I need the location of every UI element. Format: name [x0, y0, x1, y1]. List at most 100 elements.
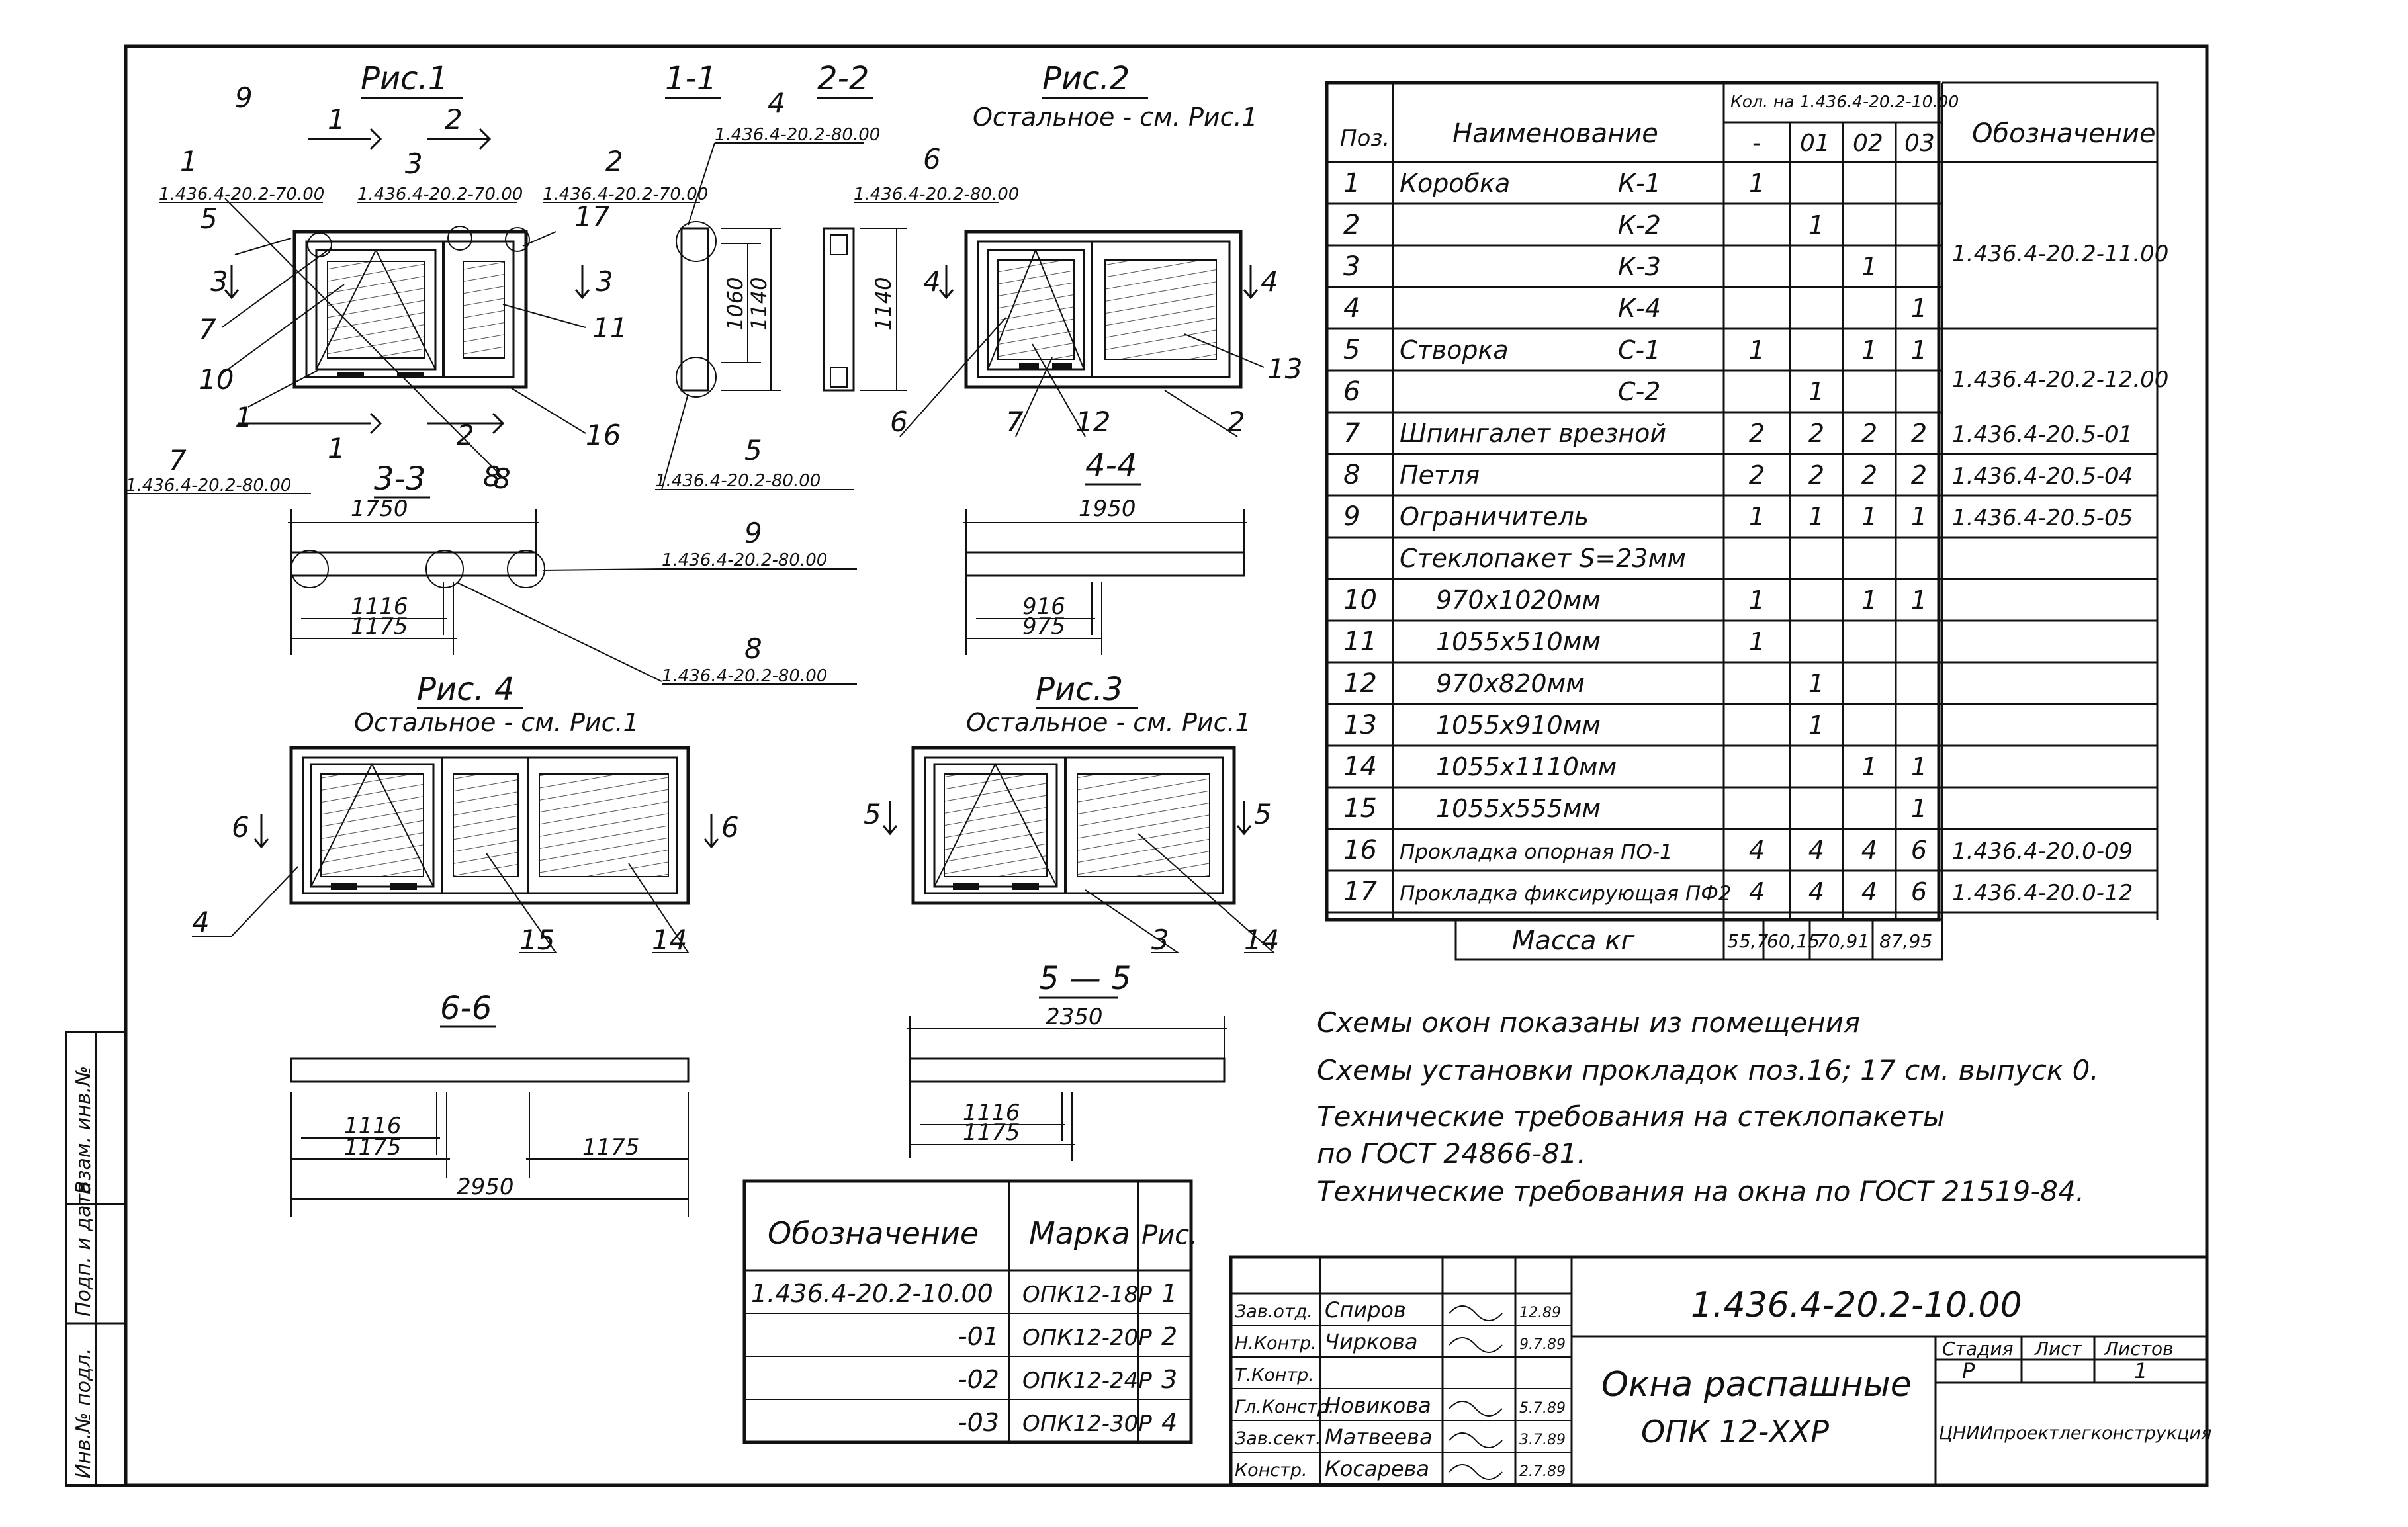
- spec-row-pos: 3: [1343, 251, 1360, 282]
- marks-row-fig: 2: [1161, 1322, 1177, 1351]
- spec-row-qty: 1: [1749, 502, 1765, 531]
- fig3-section-5-left: 5: [864, 798, 881, 830]
- note-5: Технические требования на окна по ГОСТ 2…: [1317, 1175, 2084, 1207]
- fig4-callout-15: 15: [519, 924, 555, 956]
- spec-header-qty-col3: 03: [1904, 130, 1935, 157]
- fig3-window-frame: [911, 746, 1236, 905]
- spec-row-designation: 1.436.4-20.5-05: [1952, 505, 2133, 531]
- spec-row-pos: 14: [1343, 752, 1377, 782]
- spec-row-pos: 12: [1343, 668, 1377, 699]
- signature-icon: [1449, 1432, 1503, 1448]
- fig4-section-6-left: 6: [232, 811, 249, 844]
- s44-title: 4-4: [1085, 447, 1137, 484]
- fig1-section-3-left: 3: [210, 265, 228, 298]
- fig1-title: Рис.1: [361, 60, 448, 97]
- spec-row-qty: 1: [1861, 335, 1877, 365]
- people-row-role: Гл.Констр.: [1235, 1397, 1335, 1417]
- s11-callout-4-ref: 1.436.4-20.2-80.00: [715, 125, 880, 145]
- title-name-line2: ОПК 12-ХХР: [1641, 1414, 1829, 1450]
- spec-row-qty: 2: [1911, 419, 1927, 448]
- marks-row-designation: -01: [958, 1322, 999, 1351]
- people-row-date: 5.7.89: [1519, 1400, 1566, 1417]
- spec-row-name: Прокладка опорная ПО-1: [1400, 840, 1673, 864]
- note-3: Технические требования на стеклопакеты: [1317, 1100, 1945, 1133]
- section-6-6: 6-6 1116 1175 1175 2950: [290, 990, 690, 1217]
- spec-row-pos: 10: [1343, 585, 1377, 615]
- section-1-1: 1-1 4 1.436.4-20.2-80.00 1060 1140 5 1.4…: [655, 60, 880, 491]
- fig4-section-6-right: 6: [721, 811, 739, 844]
- marks-row-fig: 4: [1161, 1408, 1177, 1437]
- fig2-section-4-right: 4: [1261, 265, 1278, 298]
- marks-row-designation: 1.436.4-20.2-10.00: [751, 1279, 993, 1308]
- spec-row-code: С-2: [1618, 377, 1660, 406]
- fig1-callout-1-ref: 1.436.4-20.2-70.00: [159, 185, 324, 204]
- section-5-5: 5 — 5 2350 1116 1175: [907, 960, 1227, 1161]
- fig2-callout-13: 13: [1267, 353, 1302, 385]
- spec-row-name: 1055х555мм: [1436, 794, 1601, 823]
- s22-dim: 1140: [871, 277, 896, 331]
- marks-header-designation: Обозначение: [768, 1215, 979, 1251]
- spec-mass-val-0: 55,7: [1727, 930, 1769, 952]
- fig4-callout-4: 4: [192, 906, 210, 938]
- people-row-name: Матвеева: [1325, 1424, 1433, 1450]
- marks-row-fig: 1: [1161, 1279, 1177, 1308]
- fig1-callout-16: 16: [586, 419, 621, 451]
- people-row-name: Спиров: [1325, 1297, 1406, 1323]
- spec-row-qty: 4: [1749, 877, 1765, 906]
- spec-row-qty: 4: [1861, 836, 1877, 865]
- fig3-title: Рис.3: [1036, 671, 1123, 708]
- marks-row-mark: ОПК12-24Р: [1022, 1368, 1152, 1394]
- spec-row-qty: 1: [1808, 377, 1824, 406]
- spec-row-qty: 4: [1808, 877, 1824, 906]
- s33-callout-7-ref: 1.436.4-20.2-80.00: [126, 476, 291, 496]
- fig4-window-frame: [289, 746, 690, 905]
- sheet-frame: [65, 44, 2209, 1487]
- section-4-4: 4-4 1950 916 975: [963, 447, 1247, 655]
- spec-row-designation: 1.436.4-20.0-12: [1952, 880, 2133, 906]
- spec-row-qty: 2: [1911, 460, 1927, 490]
- spec-row-qty: 1: [1808, 711, 1824, 740]
- s44-dim-total: 1950: [1079, 496, 1136, 522]
- marks-header-fig: Рис.: [1141, 1220, 1198, 1250]
- people-row-role: Констр.: [1235, 1460, 1308, 1481]
- marks-table: Обозначение Марка Рис. 1.436.4-20.2-10.0…: [742, 1179, 1198, 1444]
- spec-merged-des-1: 1.436.4-20.2-11.00: [1952, 241, 2168, 267]
- spec-row-qty: 1: [1808, 669, 1824, 698]
- spec-header-qty-col0: -: [1752, 130, 1761, 157]
- spec-row-qty: 1: [1911, 586, 1927, 615]
- marks-row-fig: 3: [1161, 1365, 1177, 1394]
- spec-row-name: 1055х910мм: [1436, 711, 1601, 740]
- s22-callout-6-ref: 1.436.4-20.2-80.00: [854, 185, 1019, 204]
- spec-mass-label: Масса кг: [1512, 926, 1635, 956]
- spec-row-name: 970х820мм: [1436, 669, 1585, 698]
- s55-dim-inner: 1116: [963, 1100, 1020, 1126]
- fig1-window-frame: [292, 226, 530, 389]
- marks-row-designation: -02: [958, 1365, 999, 1394]
- spec-row-name: 1055х1110мм: [1436, 752, 1617, 781]
- spec-row-code: К-4: [1618, 294, 1661, 323]
- s11-dim-a: 1060: [723, 277, 748, 331]
- s44-dim-outer: 975: [1022, 613, 1065, 640]
- spec-row-pos: 7: [1343, 418, 1360, 449]
- spec-row-qty: 2: [1749, 460, 1765, 490]
- spec-row-qty: 2: [1749, 419, 1765, 448]
- spec-row-designation: 1.436.4-20.5-04: [1952, 463, 2133, 490]
- spec-row-code: К-3: [1618, 252, 1661, 281]
- s66-dim-inner: 1116: [344, 1113, 402, 1139]
- signature-icon: [1449, 1401, 1503, 1417]
- spec-row-pos: 8: [1343, 460, 1360, 490]
- fig2-window-frame: [964, 230, 1243, 389]
- spec-header-pos: Поз.: [1340, 125, 1390, 152]
- spec-row-name: 1055х510мм: [1436, 627, 1601, 656]
- side-stamp: Инв.№ подл. Подп. и дата Взам. инв.№: [72, 1066, 95, 1479]
- spec-row-code: К-1: [1618, 169, 1661, 198]
- s55-title: 5 — 5: [1039, 960, 1132, 997]
- fig3-section-5-right: 5: [1254, 798, 1272, 830]
- s66-dim-total: 2950: [457, 1174, 514, 1200]
- fig1-section-3-right: 3: [596, 265, 613, 298]
- spec-row-pos: 16: [1343, 835, 1377, 865]
- spec-row-pos: 13: [1343, 710, 1377, 740]
- spec-row-qty: 1: [1749, 169, 1765, 198]
- spec-row-name: Шпингалет врезной: [1400, 419, 1666, 448]
